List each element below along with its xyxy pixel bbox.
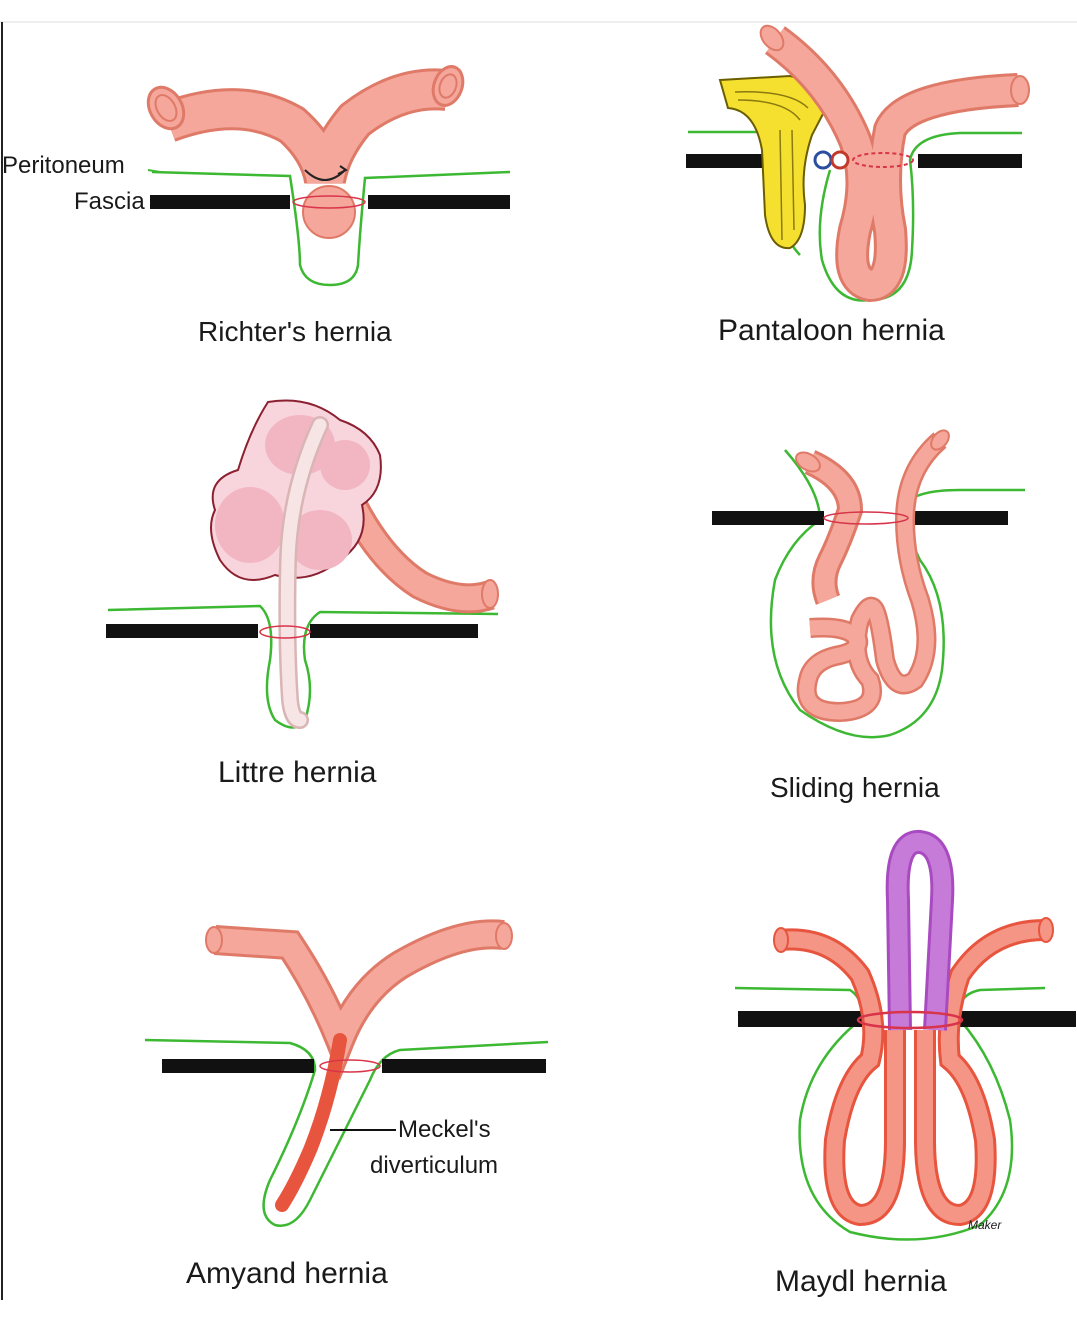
caption-amyand: Amyand hernia: [186, 1257, 388, 1290]
fascia-bar-left: [712, 511, 824, 525]
fascia-bar-right: [918, 154, 1022, 168]
fascia-bar-right: [310, 624, 478, 638]
neck-ring: [319, 1059, 381, 1073]
peritoneum-line: [107, 604, 499, 729]
appendix: [275, 1033, 347, 1212]
vessel-blue: [813, 150, 833, 170]
fascia-label: Fascia: [74, 188, 145, 215]
caption-maydl: Maydl hernia: [775, 1265, 947, 1298]
neck-ring: [292, 195, 366, 209]
neck-ring: [856, 1010, 964, 1030]
bowel-knuckle: [302, 185, 356, 239]
fascia-bar-left: [106, 624, 258, 638]
vessel-red: [830, 150, 850, 170]
fascia-bar-right: [956, 1011, 1076, 1027]
richter-hernia-illustration: [146, 65, 511, 287]
caption-richter: Richter's hernia: [198, 316, 392, 347]
fascia-bar-left: [686, 154, 776, 168]
peritoneum-line: [734, 986, 1046, 1241]
sliding-hernia-illustration: [712, 429, 1025, 739]
pantaloon-hernia-illustration: [686, 24, 1030, 303]
peritoneum-label: Peritoneum: [2, 152, 125, 179]
neck-ring: [259, 625, 311, 639]
fascia-bar-right: [368, 195, 510, 209]
meckel-label-line1: Meckel's: [398, 1116, 491, 1143]
fascia-bar-left: [150, 195, 290, 209]
littre-hernia-illustration: [106, 399, 499, 729]
maydl-hernia-illustration: [734, 830, 1076, 1241]
amyand-hernia-illustration: [144, 919, 549, 1227]
peritoneum-line: [151, 170, 511, 287]
fascia-bar-left: [738, 1011, 862, 1027]
caption-sliding: Sliding hernia: [770, 772, 940, 803]
caption-littre: Littre hernia: [218, 756, 377, 789]
watermark-text: Maker: [968, 1218, 1002, 1232]
fascia-bar-right: [382, 1059, 546, 1073]
fascia-bar-right: [908, 511, 1008, 525]
caption-pantaloon: Pantaloon hernia: [718, 314, 945, 347]
peritoneum-line: [144, 1038, 549, 1227]
neck-ring: [823, 511, 909, 525]
neck-ring: [852, 152, 914, 168]
fascia-bar-left: [162, 1059, 314, 1073]
meckel-label-line2: diverticulum: [370, 1152, 499, 1179]
